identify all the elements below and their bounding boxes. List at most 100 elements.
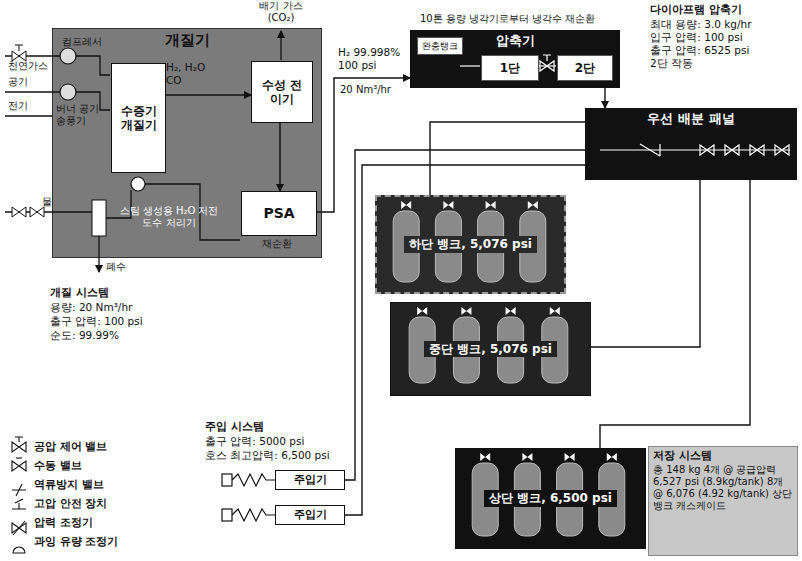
stage-box: 2단	[557, 55, 613, 81]
drawing-part	[222, 509, 232, 521]
buffer-tank: 완충탱크	[417, 37, 463, 55]
node-title: 우선 배분 패널	[647, 111, 734, 127]
cylinder-valve	[528, 201, 538, 209]
edge-label: H₂, H₂O CO	[166, 61, 218, 86]
psa-unit: PSA	[241, 191, 317, 236]
priority-panel: 우선 배분 패널	[585, 108, 797, 180]
drawing-part	[30, 207, 44, 217]
dispenser: 주입기	[275, 470, 345, 490]
cylinder-valve	[417, 307, 427, 315]
cylinder-valve	[443, 201, 453, 209]
drawing-part	[700, 145, 714, 155]
storage-bank: 중단 뱅크, 5,076 psi	[390, 302, 591, 396]
legend-text: 공압 제어 밸브	[34, 440, 107, 453]
legend-text: 고압 안전 장치	[34, 497, 107, 510]
cylinder-valve	[480, 453, 490, 461]
node-title: 수성 전이기	[256, 78, 308, 107]
drawing-part	[106, 190, 131, 218]
shift-reactor: 수성 전이기	[251, 61, 313, 123]
text-label: 호스 최고압력: 6,500 psi	[205, 449, 330, 462]
edge-label: H₂ 99.998% 100 psi	[338, 46, 408, 71]
drawing-part	[600, 149, 790, 150]
cylinder-valve	[461, 307, 471, 315]
drawing-part	[145, 184, 240, 240]
flow-line	[345, 150, 585, 480]
drawing-part	[640, 144, 660, 156]
panel-valves	[600, 144, 790, 156]
text-label: 공기	[8, 76, 28, 88]
water-treatment: 스팀 생성용 H₂O 저전도수 처리기	[113, 197, 225, 237]
text-label: 입구 압력: 100 psi	[650, 31, 743, 44]
compressor-box: 압축기완충탱크 1단 2단	[410, 30, 620, 88]
node-title: 주입기	[294, 508, 327, 521]
drawing-part	[131, 177, 145, 191]
compressor-valve	[460, 55, 556, 71]
storage-summary: 저장 시스템총 148 kg 4개 @ 공급압력 6,527 psi (8.9k…	[648, 446, 798, 556]
text-label: 순도: 99.99%	[50, 329, 119, 342]
text-label: 폐수	[106, 261, 126, 273]
flow-line	[279, 123, 280, 191]
drawing-part	[76, 92, 110, 110]
flow-line	[317, 78, 410, 212]
node-title: 상단 뱅크, 6,500 psi	[484, 490, 617, 506]
flow-line	[345, 165, 585, 515]
text-label: 2단 작동	[650, 57, 693, 70]
drawing-part	[280, 31, 281, 60]
node-title: 2단	[575, 61, 595, 75]
dispenser: 주입기	[275, 505, 345, 525]
drawing-part	[12, 442, 26, 452]
drawing-part	[60, 48, 76, 64]
stage-box: 1단	[481, 55, 539, 81]
cylinder-valve	[607, 453, 617, 461]
drawing-part	[13, 521, 25, 535]
node-title: 저장 시스템	[653, 449, 712, 462]
text-label: 재순환	[262, 238, 292, 250]
node-title: 압축기	[496, 33, 535, 49]
flow-line	[600, 180, 750, 448]
storage-bank: 하단 뱅크, 5,076 psi	[375, 195, 566, 294]
text-label: 다이아프램 압축기	[650, 3, 742, 16]
drawing-part	[543, 55, 551, 61]
legend-text: 역류방지 밸브	[34, 478, 104, 491]
drawing-part	[460, 65, 480, 66]
text-label: 출구 압력: 5000 psi	[205, 435, 304, 448]
node-title: 하단 뱅크, 5,076 psi	[404, 236, 537, 252]
node-title: 개질기	[165, 31, 210, 49]
drawing-part	[12, 499, 26, 509]
blowers	[60, 48, 145, 191]
flow-line	[166, 94, 251, 95]
drawing-part	[15, 45, 23, 51]
drawing-part	[5, 91, 60, 92]
feed-lines	[5, 31, 281, 272]
node-title: 주입기	[294, 473, 327, 486]
water-tank	[92, 200, 106, 236]
drawing-part	[750, 145, 764, 155]
drawing-part	[232, 474, 275, 486]
cylinder-valve	[565, 453, 575, 461]
drawing-part	[13, 547, 25, 553]
node-title: 완충탱크	[422, 41, 458, 52]
legend-text: 수동 밸브	[34, 459, 82, 472]
text-label: 컴프레서	[62, 36, 102, 48]
text-label: 출구 압력: 100 psi	[50, 315, 143, 328]
node-title: 수증기 개질기	[116, 104, 161, 133]
text-label: 출구 압력: 6525 psi	[650, 44, 749, 57]
text-label: 최대 용량: 3.0 kg/hr	[650, 18, 752, 31]
legend-text: 과잉 유량 조정기	[34, 535, 118, 548]
node-title: 스팀 생성용 H₂O 저전도수 처리기	[117, 205, 221, 229]
storage-bank: 상단 뱅크, 6,500 psi	[455, 448, 646, 549]
flow-line	[430, 122, 585, 195]
drawing-part	[98, 236, 99, 272]
text-label: 20 Nm³/hr	[340, 84, 391, 96]
text-label: 물	[42, 196, 52, 208]
cylinder-valve	[522, 453, 532, 461]
text-label: 배기 가스 (CO₂)	[248, 0, 314, 24]
legend-symbols	[12, 437, 26, 553]
drawing-part	[76, 56, 110, 75]
text-label: 주입 시스템	[205, 420, 264, 433]
drawing-part	[232, 509, 275, 521]
steam-reformer: 수증기 개질기	[111, 63, 166, 173]
text-label: 버너 공기 송풍기	[56, 103, 108, 127]
dispenser-hoses	[222, 474, 275, 521]
